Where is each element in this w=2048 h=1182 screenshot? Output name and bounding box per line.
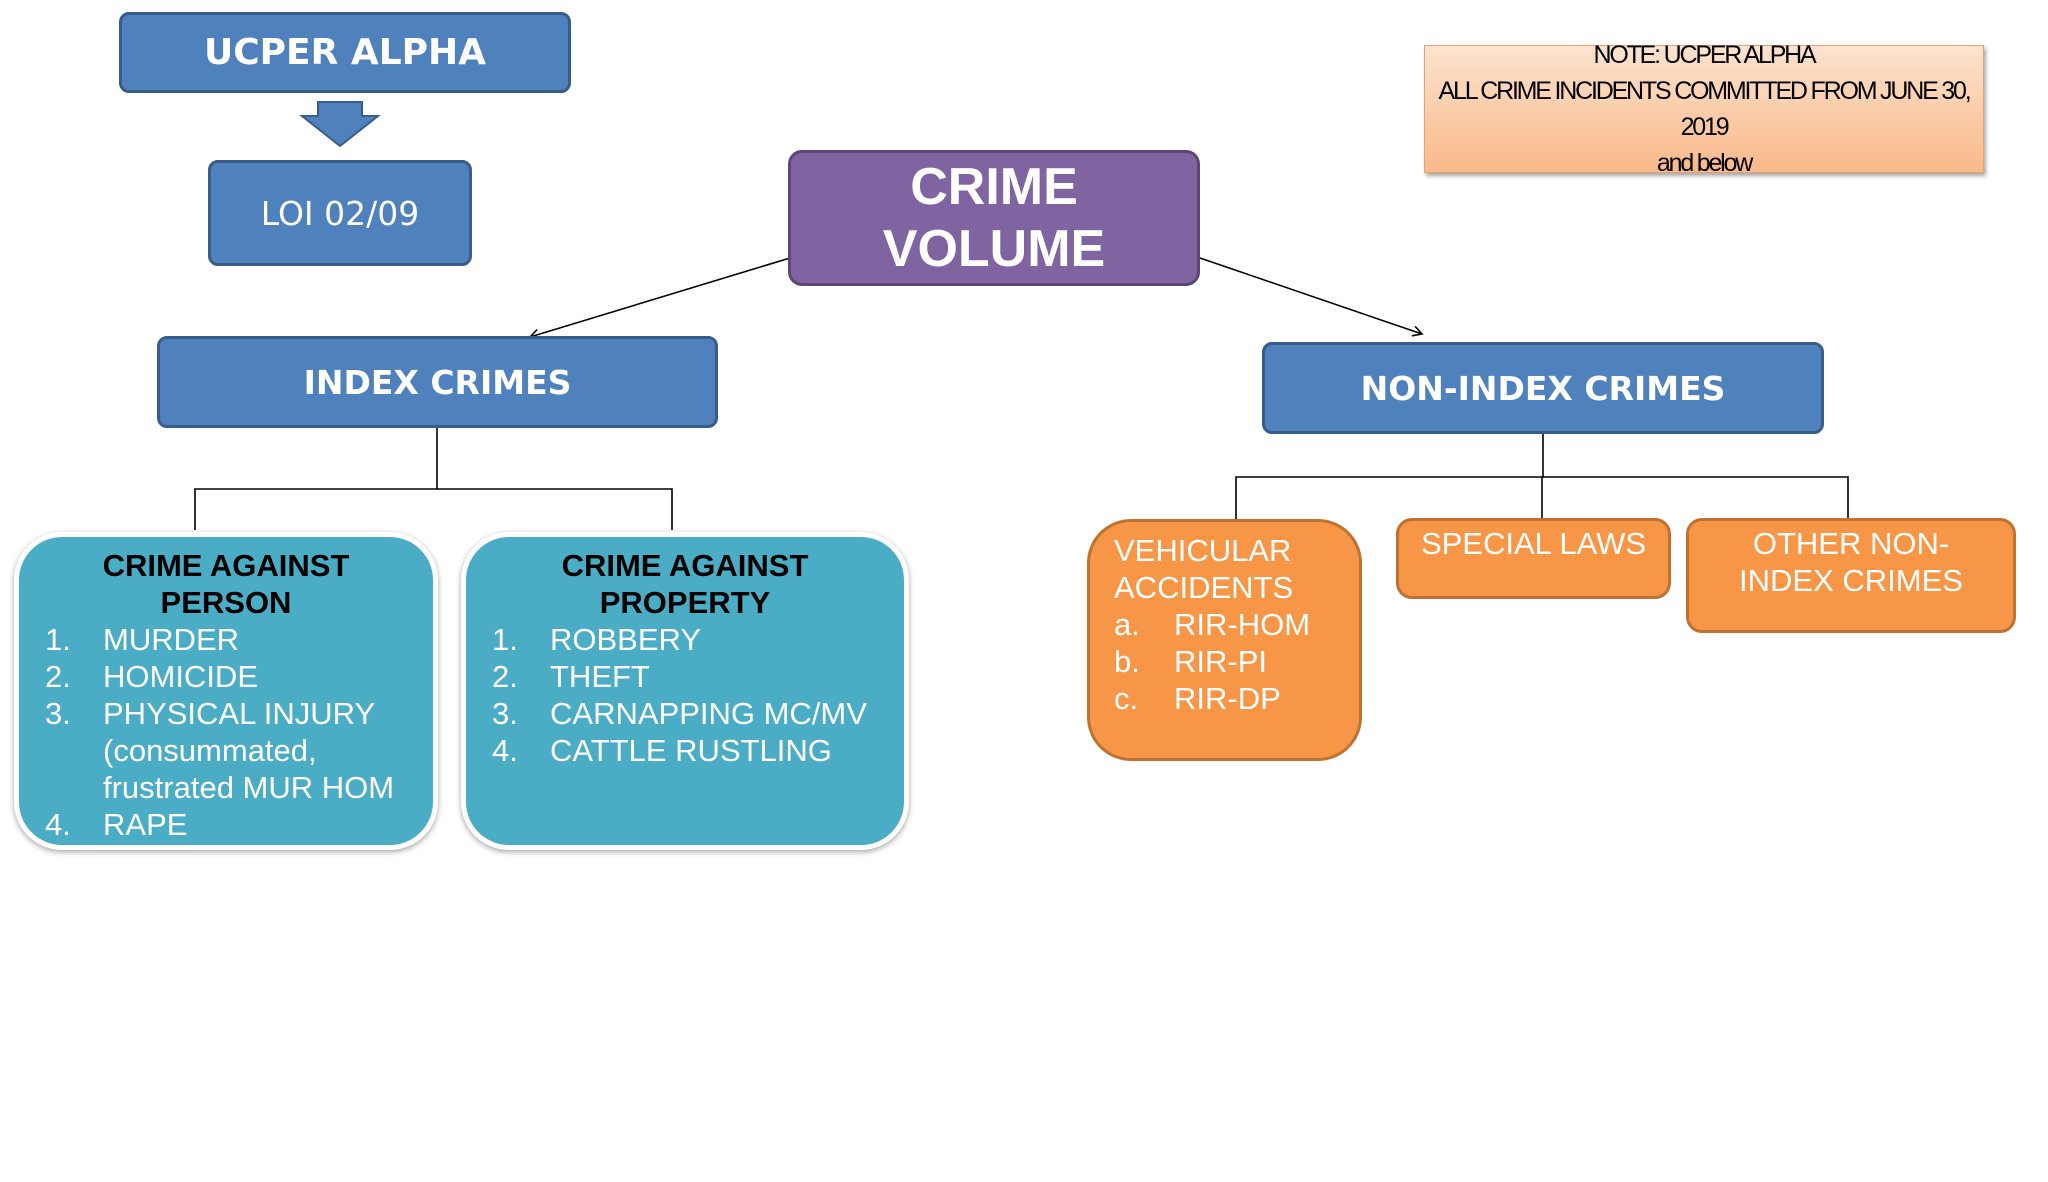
- index-crimes-label: INDEX CRIMES: [303, 362, 572, 402]
- index-crimes-node: INDEX CRIMES: [157, 336, 718, 428]
- vehicular-accidents-node: VEHICULAR ACCIDENTS a.RIR-HOM b.RIR-PI c…: [1087, 519, 1362, 761]
- down-arrow-icon: [299, 101, 381, 148]
- arrow-to-non-index-crimes: [1199, 257, 1424, 337]
- list-item: 1.MURDER: [45, 622, 240, 657]
- non-index-crimes-label: NON-INDEX CRIMES: [1360, 368, 1726, 408]
- special-laws-label: SPECIAL LAWS: [1420, 526, 1647, 561]
- crime-against-person-list: 1.MURDER 2.HOMICIDE 3.PHYSICAL INJURY (c…: [45, 621, 407, 843]
- note-box: NOTE: UCPER ALPHA ALL CRIME INCIDENTS CO…: [1424, 41, 1984, 177]
- vehicular-accidents-heading: VEHICULAR ACCIDENTS: [1114, 533, 1294, 605]
- crime-volume-node: CRIME VOLUME: [788, 150, 1200, 286]
- crime-volume-label-line2: VOLUME: [882, 220, 1106, 278]
- list-item: 4.RAPE: [45, 807, 188, 842]
- loi-label: LOI 02/09: [260, 193, 420, 233]
- list-item: 3.PHYSICAL INJURY (consummated, frustrat…: [45, 696, 395, 805]
- note-line-3: and below: [1656, 149, 1753, 177]
- crime-against-property-heading: CRIME AGAINST PROPERTY: [561, 548, 809, 620]
- crime-against-property-list: 1.ROBBERY 2.THEFT 3.CARNAPPING MC/MV 4.C…: [492, 621, 878, 769]
- ucper-alpha-node: UCPER ALPHA: [119, 12, 571, 93]
- non-index-crimes-node: NON-INDEX CRIMES: [1262, 342, 1824, 434]
- list-item: 4.CATTLE RUSTLING: [492, 733, 832, 768]
- crime-volume-label-line1: CRIME: [910, 158, 1078, 216]
- crime-against-property-node: CRIME AGAINST PROPERTY 1.ROBBERY 2.THEFT…: [461, 532, 909, 850]
- other-non-index-crimes-label: OTHER NON-INDEX CRIMES: [1739, 526, 1963, 598]
- crime-against-person-heading: CRIME AGAINST PERSON: [102, 548, 350, 620]
- index-crimes-bar: [194, 488, 673, 530]
- note-line-1: NOTE: UCPER ALPHA: [1593, 41, 1817, 69]
- ucper-alpha-label: UCPER ALPHA: [203, 32, 487, 73]
- arrow-to-index-crimes: [528, 257, 791, 340]
- vehicular-accidents-list: a.RIR-HOM b.RIR-PI c.RIR-DP: [1114, 606, 1335, 717]
- note-line-2: ALL CRIME INCIDENTS COMMITTED FROM JUNE …: [1438, 77, 1972, 141]
- list-item: c.RIR-DP: [1114, 681, 1281, 716]
- crime-against-person-node: CRIME AGAINST PERSON 1.MURDER 2.HOMICIDE…: [14, 532, 438, 850]
- list-item: a.RIR-HOM: [1114, 607, 1311, 642]
- list-item: 1.ROBBERY: [492, 622, 702, 657]
- loi-node: LOI 02/09: [208, 160, 472, 266]
- list-item: 3.CARNAPPING MC/MV: [492, 696, 867, 731]
- list-item: b.RIR-PI: [1114, 644, 1267, 679]
- other-non-index-crimes-node: OTHER NON-INDEX CRIMES: [1686, 518, 2016, 633]
- list-item: 2.HOMICIDE: [45, 659, 258, 694]
- special-laws-node: SPECIAL LAWS: [1396, 518, 1671, 599]
- list-item: 2.THEFT: [492, 659, 650, 694]
